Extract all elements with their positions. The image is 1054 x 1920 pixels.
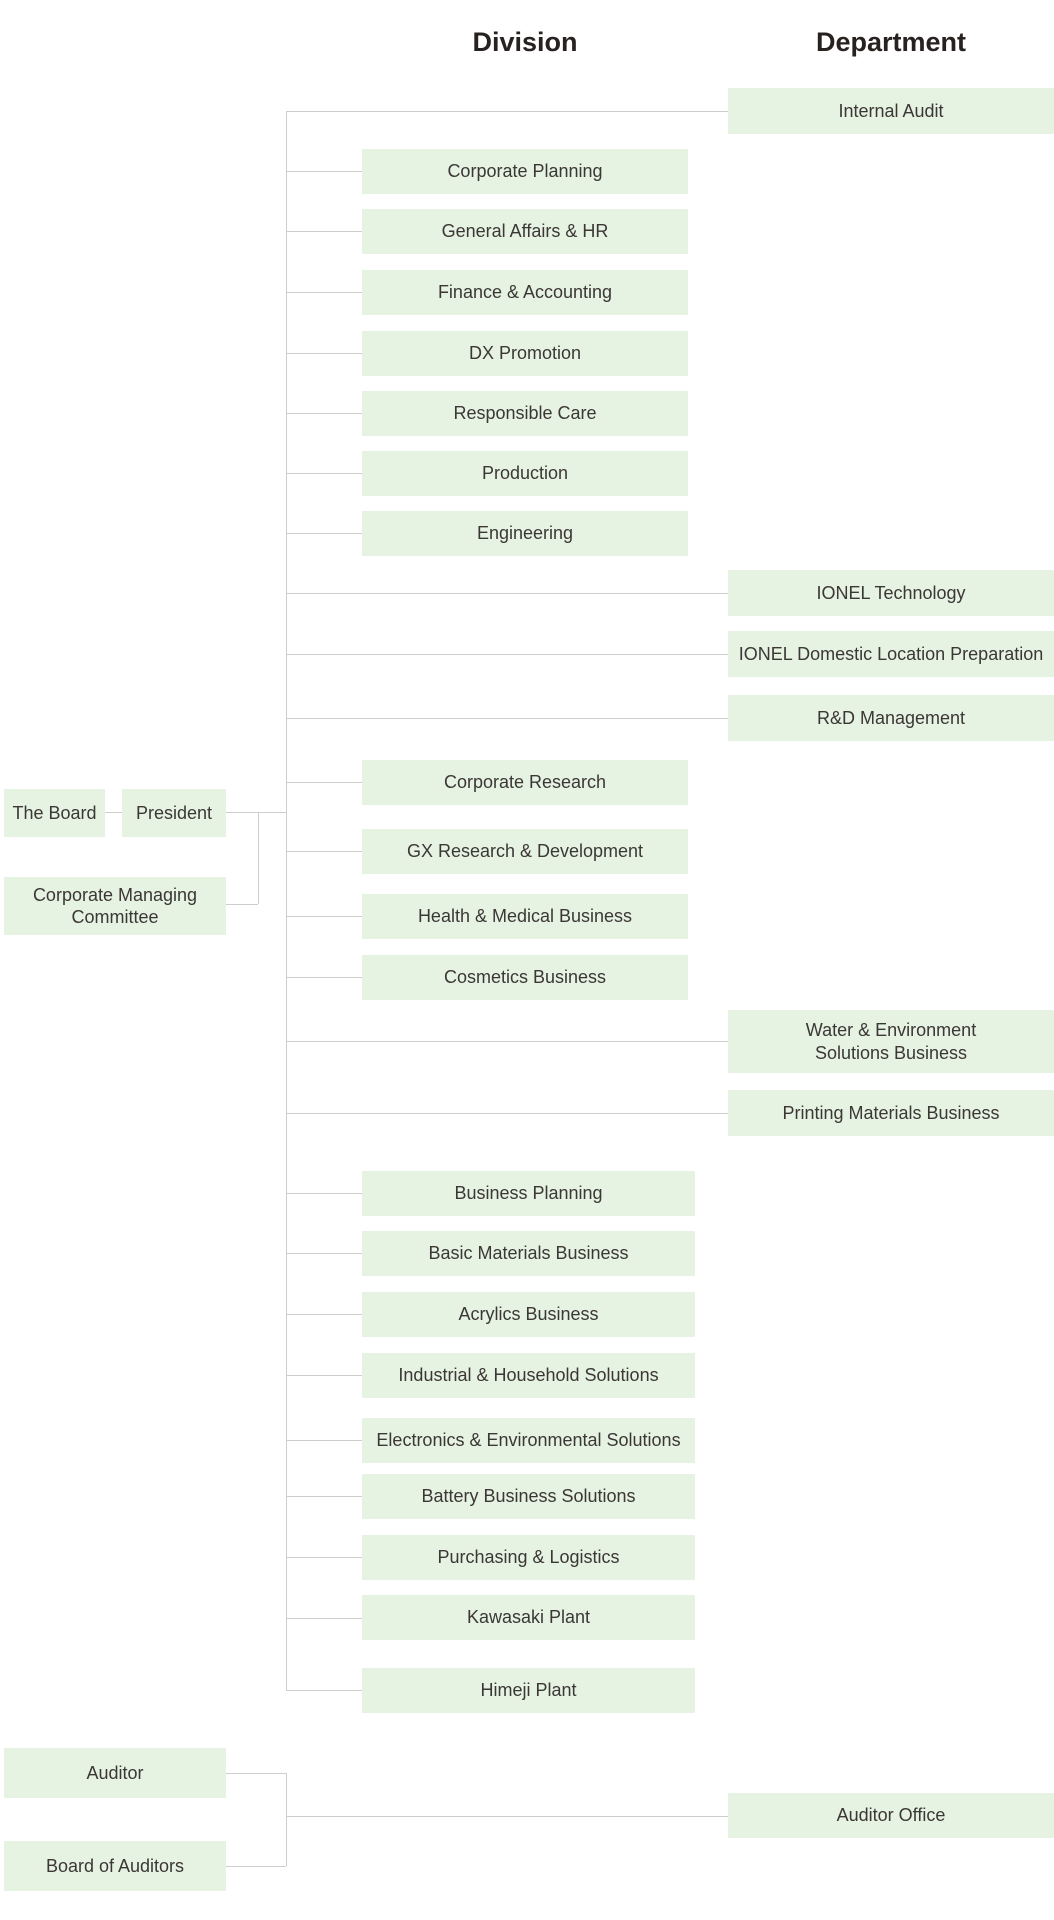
branch-line-industrial-household-solutions [286,1375,362,1376]
branch-line-himeji-plant [286,1690,362,1691]
box-corporate-research: Corporate Research [362,760,688,805]
box-corporate-planning: Corporate Planning [362,149,688,194]
division-column-header: Division [472,27,578,57]
branch-line-finance-accounting [286,292,362,293]
box-corporate-managing-committee: Corporate Managing Committee [4,877,226,935]
branch-line-electronics-environmental-solutions [286,1440,362,1441]
branch-line-corporate-research [286,782,362,783]
branch-line-health-medical-business [286,916,362,917]
branch-line-kawasaki-plant [286,1618,362,1619]
box-cosmetics-business: Cosmetics Business [362,955,688,1000]
branch-line-auditor-office [286,1816,728,1817]
department-column-header: Department [815,27,967,57]
box-kawasaki-plant: Kawasaki Plant [362,1595,695,1640]
branch-line-battery-business-solutions [286,1496,362,1497]
box-basic-materials-business: Basic Materials Business [362,1231,695,1276]
box-responsible-care: Responsible Care [362,391,688,436]
branch-line-rd-management [286,718,728,719]
branch-line-production [286,473,362,474]
branch-line-acrylics-business [286,1314,362,1315]
box-auditor-office: Auditor Office [728,1793,1054,1838]
box-production: Production [362,451,688,496]
box-industrial-household-solutions: Industrial & Household Solutions [362,1353,695,1398]
branch-line-purchasing-logistics [286,1557,362,1558]
branch-line-basic-materials-business [286,1253,362,1254]
branch-line-dx-promotion [286,353,362,354]
box-purchasing-logistics: Purchasing & Logistics [362,1535,695,1580]
branch-line-corporate-planning [286,171,362,172]
branch-line-engineering [286,533,362,534]
box-dx-promotion: DX Promotion [362,331,688,376]
box-printing-materials-business: Printing Materials Business [728,1090,1054,1136]
auditor-connector-line [226,1773,286,1774]
box-water-environment-solutions-business: Water & Environment Solutions Business [728,1010,1054,1073]
box-the-board: The Board [4,789,105,837]
box-acrylics-business: Acrylics Business [362,1292,695,1337]
box-ionel-technology: IONEL Technology [728,570,1054,616]
branch-line-printing-materials-business [286,1113,728,1114]
branch-line-water-environment-solutions-business [286,1041,728,1042]
box-battery-business-solutions: Battery Business Solutions [362,1474,695,1519]
box-board-of-auditors: Board of Auditors [4,1841,226,1891]
branch-line-cosmetics-business [286,977,362,978]
president-committee-connector-line [258,812,259,904]
box-general-affairs-hr: General Affairs & HR [362,209,688,254]
branch-line-ionel-domestic-location-preparation [286,654,728,655]
branch-line-responsible-care [286,413,362,414]
box-electronics-environmental-solutions: Electronics & Environmental Solutions [362,1418,695,1463]
box-auditor: Auditor [4,1748,226,1798]
committee-connector-line [226,904,258,905]
branch-line-ionel-technology [286,593,728,594]
board-of-auditors-connector-line [226,1866,286,1867]
box-gx-research-development: GX Research & Development [362,829,688,874]
branch-line-general-affairs-hr [286,231,362,232]
box-business-planning: Business Planning [362,1171,695,1216]
box-president: President [122,789,226,837]
audit-trunk-line [286,1773,287,1866]
box-internal-audit: Internal Audit [728,88,1054,134]
box-ionel-domestic-location-preparation: IONEL Domestic Location Preparation [728,631,1054,677]
president-trunk-connector-line [226,812,286,813]
box-finance-accounting: Finance & Accounting [362,270,688,315]
trunk-line [286,111,287,1690]
board-president-connector-line [105,812,122,813]
box-health-medical-business: Health & Medical Business [362,894,688,939]
branch-line-business-planning [286,1193,362,1194]
branch-line-internal-audit [286,111,728,112]
box-engineering: Engineering [362,511,688,556]
box-himeji-plant: Himeji Plant [362,1668,695,1713]
box-rd-management: R&D Management [728,695,1054,741]
branch-line-gx-research-development [286,851,362,852]
